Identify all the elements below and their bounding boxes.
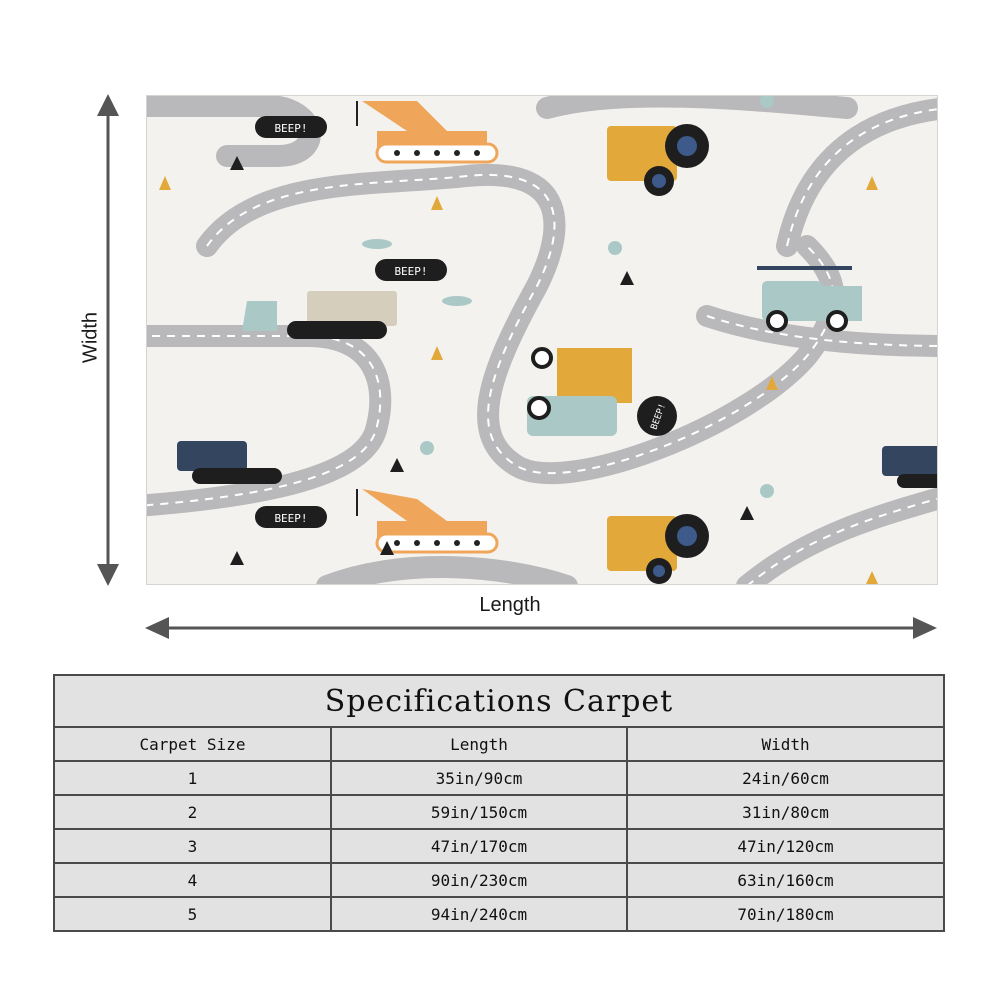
length-cell: 90in/230cm (329, 862, 629, 898)
navy-bulldozer-left (177, 441, 282, 484)
length-cell: 35in/90cm (329, 760, 629, 796)
tractor-bottom (607, 514, 709, 584)
size-cell: 4 (53, 862, 332, 898)
specifications-table: Specifications Carpet Carpet Size Length… (53, 674, 945, 932)
length-cell: 47in/170cm (329, 828, 629, 864)
size-cell: 3 (53, 828, 332, 864)
table-title: Specifications Carpet (53, 674, 945, 728)
width-cell: 47in/120cm (626, 828, 945, 864)
tractor-top (607, 124, 709, 196)
length-label: Length (479, 594, 541, 616)
speech-bubble: BEEP! (375, 259, 447, 281)
dump-truck (527, 347, 632, 436)
svg-text:BEEP!: BEEP! (394, 265, 427, 278)
length-cell: 94in/240cm (329, 896, 629, 932)
header-carpet-size: Carpet Size (53, 726, 332, 762)
width-label: Width (79, 311, 102, 364)
speech-bubble: BEEP! (255, 506, 327, 528)
size-cell: 5 (53, 896, 332, 932)
table-row: 3 47in/170cm 47in/120cm (53, 828, 945, 864)
length-arrow (145, 617, 937, 639)
speech-bubble: BEEP! (255, 116, 327, 138)
table-header-row: Carpet Size Length Width (53, 726, 945, 762)
navy-bulldozer-right (882, 446, 937, 488)
speech-bubble: BEEP! (637, 396, 677, 436)
header-length: Length (329, 726, 629, 762)
table-row: 2 59in/150cm 31in/80cm (53, 794, 945, 830)
svg-text:BEEP!: BEEP! (274, 122, 307, 135)
crane-truck (757, 266, 862, 332)
header-width: Width (626, 726, 945, 762)
size-cell: 2 (53, 794, 332, 830)
bulldozer (242, 291, 397, 339)
width-arrow (97, 94, 119, 586)
carpet-image: BEEP! BEEP! BEEP! BEEP! (146, 95, 938, 585)
width-cell: 70in/180cm (626, 896, 945, 932)
excavator-bottom (356, 489, 499, 554)
svg-text:BEEP!: BEEP! (274, 512, 307, 525)
size-cell: 1 (53, 760, 332, 796)
table-row: 1 35in/90cm 24in/60cm (53, 760, 945, 796)
table-row: 4 90in/230cm 63in/160cm (53, 862, 945, 898)
length-cell: 59in/150cm (329, 794, 629, 830)
width-cell: 63in/160cm (626, 862, 945, 898)
width-cell: 31in/80cm (626, 794, 945, 830)
excavator-top (356, 101, 499, 164)
table-row: 5 94in/240cm 70in/180cm (53, 896, 945, 932)
width-cell: 24in/60cm (626, 760, 945, 796)
